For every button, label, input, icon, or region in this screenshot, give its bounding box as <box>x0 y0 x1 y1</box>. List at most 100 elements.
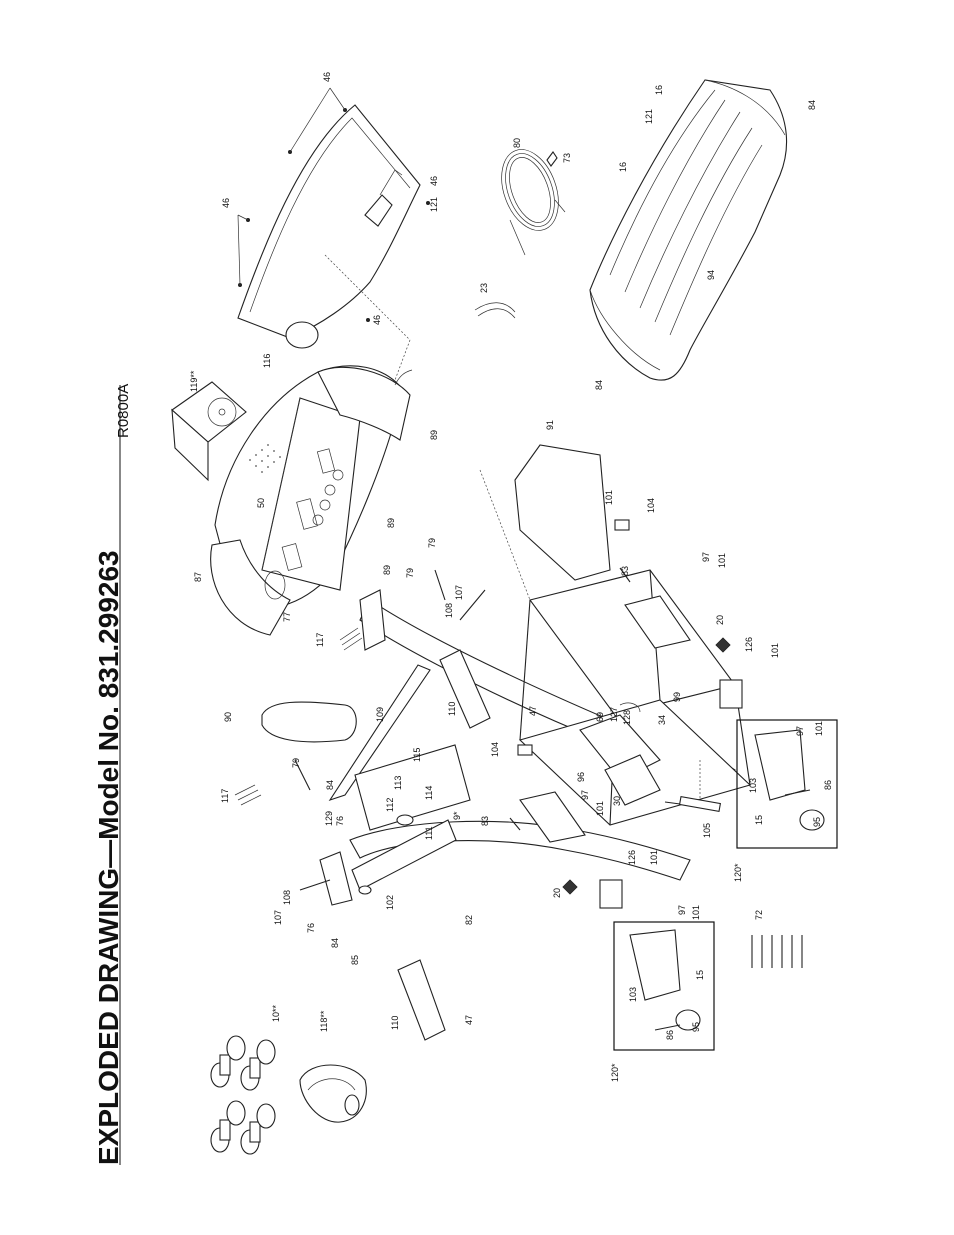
label-108b: 108 <box>282 890 292 905</box>
label-79b: 79 <box>405 568 415 578</box>
console-top-plate <box>237 104 421 381</box>
label-89b: 89 <box>386 518 396 528</box>
label-90: 90 <box>223 712 233 722</box>
label-105: 105 <box>702 823 712 838</box>
label-108a: 108 <box>444 603 454 618</box>
label-115: 115 <box>412 748 422 762</box>
label-101d: 101 <box>595 801 605 816</box>
label-79c: 79 <box>291 758 301 768</box>
label-95a: 95 <box>812 817 822 827</box>
label-20b: 20 <box>552 888 562 898</box>
drawing-title: EXPLODED DRAWING—Model No. 831.299263 <box>93 550 124 1165</box>
label-127: 127 <box>609 707 619 722</box>
label-97a: 97 <box>701 552 711 562</box>
handgrip-90 <box>261 701 357 743</box>
label-104b: 104 <box>490 742 500 757</box>
label-121b: 121 <box>429 197 439 212</box>
label-73: 73 <box>562 153 572 163</box>
leveler-box-right <box>736 719 838 849</box>
label-20a: 20 <box>715 615 725 625</box>
label-114: 114 <box>424 786 434 800</box>
label-96: 96 <box>576 772 586 782</box>
label-101e: 101 <box>814 721 824 736</box>
leveler-box-left <box>613 921 715 1051</box>
part-labels: 46 46 46 46 121 121 116 119** 80 73 23 1… <box>189 72 833 1082</box>
bolts <box>294 567 631 891</box>
label-76b: 76 <box>306 923 316 933</box>
label-89c: 89 <box>382 565 392 575</box>
label-101c: 101 <box>770 643 780 658</box>
handrails <box>328 649 491 1041</box>
label-46a: 46 <box>322 72 332 82</box>
label-50: 50 <box>256 498 266 508</box>
label-91: 91 <box>545 420 555 430</box>
label-103a: 103 <box>748 778 758 793</box>
label-117b: 117 <box>220 789 230 803</box>
label-10: 10** <box>271 1004 281 1022</box>
label-84b: 84 <box>594 380 604 390</box>
label-102: 102 <box>385 895 395 910</box>
motor-bracket <box>579 702 661 806</box>
label-118: 118** <box>319 1010 329 1032</box>
label-101f: 101 <box>649 850 659 865</box>
label-101g: 101 <box>691 905 701 920</box>
label-46b: 46 <box>221 198 231 208</box>
label-110b: 110 <box>390 1016 400 1030</box>
label-101b: 101 <box>717 553 727 568</box>
console-assembly <box>210 365 413 636</box>
rods-72 <box>751 935 803 968</box>
label-97b: 97 <box>580 790 590 800</box>
label-34: 34 <box>657 715 667 725</box>
label-107a: 107 <box>454 585 464 600</box>
label-82: 82 <box>464 915 474 925</box>
feet-pads <box>517 519 731 895</box>
label-86a: 86 <box>823 780 833 790</box>
drawing-code: R0800A <box>115 384 132 438</box>
wire-harness <box>474 149 566 319</box>
label-99: 99 <box>672 692 682 702</box>
label-72: 72 <box>754 910 764 920</box>
label-86b: 86 <box>665 1030 675 1040</box>
label-76a: 76 <box>335 816 345 826</box>
label-112: 112 <box>385 798 395 812</box>
shock-absorber <box>664 760 722 813</box>
label-120a: 120* <box>733 863 743 882</box>
label-80: 80 <box>512 138 522 148</box>
label-23: 23 <box>479 283 489 293</box>
label-103b: 103 <box>628 987 638 1002</box>
straps <box>299 1064 367 1123</box>
label-85: 85 <box>350 955 360 965</box>
label-120b: 120* <box>610 1063 620 1082</box>
label-111: 111 <box>424 826 434 840</box>
label-94: 94 <box>706 270 716 280</box>
label-83a: 83 <box>620 566 630 576</box>
label-15a: 15 <box>754 815 764 825</box>
label-101a: 101 <box>604 490 614 505</box>
label-16a: 16 <box>654 85 664 95</box>
label-119: 119** <box>189 370 199 392</box>
speaker-grille <box>249 444 281 473</box>
label-109: 109 <box>375 707 385 722</box>
label-77: 77 <box>282 612 292 622</box>
label-84d: 84 <box>330 938 340 948</box>
label-30: 30 <box>612 796 622 806</box>
label-97c: 97 <box>795 726 805 736</box>
springs <box>234 627 363 806</box>
label-47b: 47 <box>464 1015 474 1025</box>
label-107b: 107 <box>273 910 283 925</box>
label-128: 128 <box>622 710 632 725</box>
label-84c: 84 <box>325 780 335 790</box>
label-121a: 121 <box>644 109 654 124</box>
label-16b: 16 <box>618 162 628 172</box>
plate-screws <box>237 87 430 322</box>
cd-case <box>171 381 247 482</box>
label-83b: 83 <box>480 816 490 826</box>
motor-hood <box>589 79 788 381</box>
dumbbells <box>210 1035 276 1155</box>
label-46c: 46 <box>429 176 439 186</box>
label-104a: 104 <box>646 498 656 513</box>
label-47a: 47 <box>528 706 538 716</box>
label-95b: 95 <box>691 1022 701 1032</box>
